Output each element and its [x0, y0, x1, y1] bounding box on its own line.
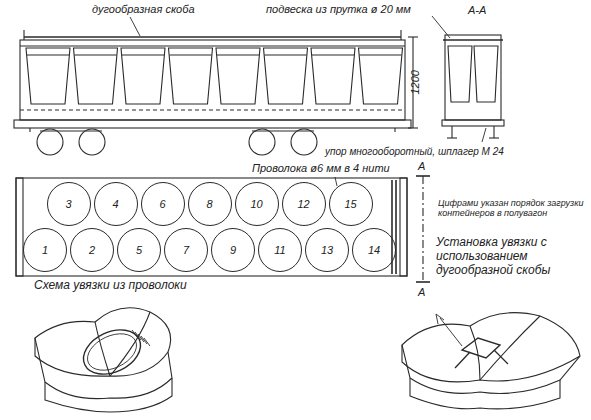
- load-order-number: 5: [136, 245, 142, 256]
- section-marker: А: [418, 160, 425, 173]
- leader-line: [130, 16, 486, 186]
- load-order-number: 2: [89, 245, 95, 256]
- section-marker: А: [418, 286, 425, 299]
- view-title: Схема увязки из проволоки: [34, 279, 187, 293]
- part-name: подвеска из прутка ø 20 мм: [266, 3, 411, 16]
- container-circle: 14: [352, 228, 396, 272]
- container-circle: 6: [141, 182, 185, 226]
- note: Цифрами указан порядок загрузки контейне…: [438, 198, 586, 219]
- load-order-number: 9: [230, 245, 236, 256]
- dimension-value: 1200: [409, 70, 422, 94]
- load-order-number: 10: [250, 199, 262, 210]
- container-circle: 3: [47, 182, 91, 226]
- load-order-number: 7: [183, 245, 189, 256]
- section-title: А-А: [468, 4, 486, 17]
- container-circle: 13: [305, 228, 349, 272]
- load-order-number: 14: [368, 245, 380, 256]
- car-plan: [16, 178, 407, 276]
- load-order-number: 1: [42, 245, 48, 256]
- load-order-number: 11: [274, 245, 285, 256]
- load-order-number: 4: [112, 199, 118, 210]
- load-order-number: 3: [65, 199, 71, 210]
- part-name: Проволока ø6 мм в 4 нити: [252, 162, 390, 175]
- part-name: дугообразная скоба: [92, 3, 195, 16]
- container-circle: 2: [70, 228, 114, 272]
- container-circle: 8: [188, 182, 232, 226]
- load-order-number: 8: [206, 199, 212, 210]
- container-circle: 10: [235, 182, 279, 226]
- container-circle: 15: [329, 182, 373, 226]
- section-cut-line: [416, 176, 430, 282]
- container-circle: 4: [94, 182, 138, 226]
- load-order-number: 13: [321, 245, 333, 256]
- container-circle: 11: [258, 228, 302, 272]
- part-name: упор многооборотный, шплагер М 24: [325, 146, 504, 158]
- container-circle: 7: [164, 228, 208, 272]
- load-order-number: 15: [344, 199, 356, 210]
- container-circle: 9: [211, 228, 255, 272]
- load-order-number: 6: [159, 199, 165, 210]
- load-order-number: 12: [297, 199, 309, 210]
- section-view: [442, 35, 504, 138]
- view-title: Установка увязки с использованием дугооб…: [436, 236, 588, 277]
- container-circle: 12: [282, 182, 326, 226]
- wire-tie-sketch: [35, 308, 172, 412]
- car-elevation: [14, 30, 411, 155]
- container-circle: 1: [23, 228, 67, 272]
- container-circle: 5: [117, 228, 161, 272]
- bracket-sketch: [402, 313, 580, 409]
